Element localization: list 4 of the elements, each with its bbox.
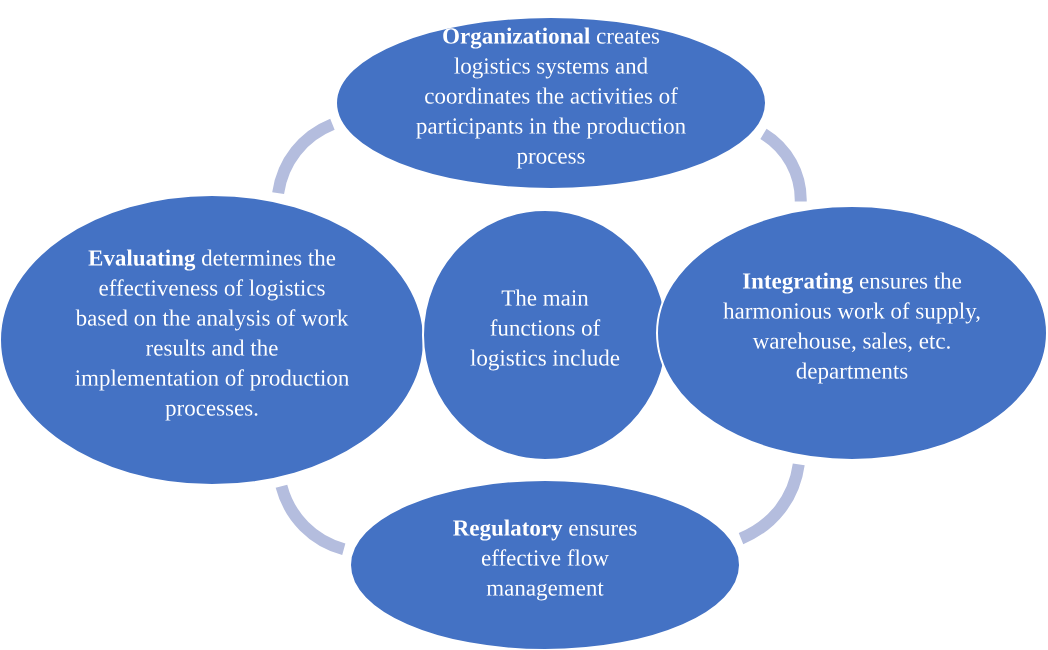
ring-arc <box>272 118 335 195</box>
ring-arc <box>738 463 805 545</box>
ring-arc <box>760 128 807 202</box>
ring-arc <box>275 484 346 555</box>
